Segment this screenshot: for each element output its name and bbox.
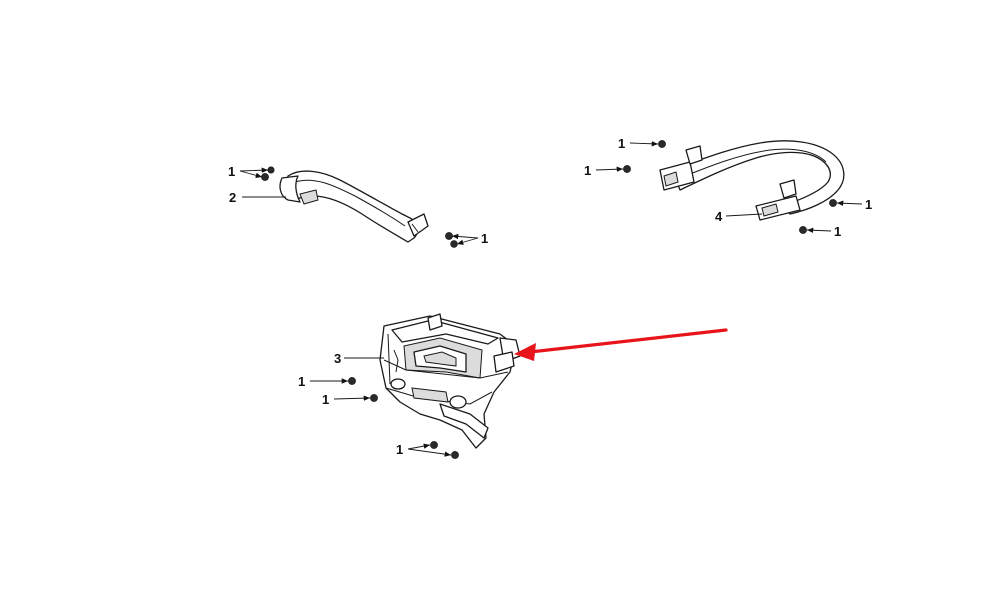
- callout-1-f: 1: [834, 224, 841, 239]
- bolt-icon: [445, 232, 453, 240]
- bolt-icon: [450, 240, 458, 248]
- callout-1-e: 1: [865, 197, 872, 212]
- callout-1-c: 1: [618, 136, 625, 151]
- bolt-icon: [267, 166, 275, 174]
- red-arrow-icon: [514, 328, 728, 361]
- callout-1-i: 1: [396, 442, 403, 457]
- bolt-icon: [658, 140, 666, 148]
- bolt-icon: [799, 226, 807, 234]
- bolt-icon: [348, 377, 356, 385]
- callout-1-h: 1: [322, 392, 329, 407]
- handle-bar-part-4: [659, 140, 845, 221]
- tube-part-2: [279, 170, 429, 243]
- bolt-icon: [370, 394, 378, 402]
- bolt-icon: [430, 441, 438, 449]
- callout-2: 2: [229, 190, 236, 205]
- bolts-group-c: [348, 377, 459, 459]
- bolts-group-b: [623, 140, 837, 234]
- bolt-icon: [623, 165, 631, 173]
- callout-4: 4: [715, 209, 723, 224]
- callout-1-g: 1: [298, 374, 305, 389]
- bolt-icon: [451, 451, 459, 459]
- bolt-icon: [261, 173, 269, 181]
- bolt-icon: [829, 199, 837, 207]
- callout-1-d: 1: [584, 163, 591, 178]
- bracket-part-3: [379, 313, 521, 449]
- callout-1-a: 1: [228, 164, 235, 179]
- callout-1-b: 1: [481, 231, 488, 246]
- callout-3: 3: [334, 351, 341, 366]
